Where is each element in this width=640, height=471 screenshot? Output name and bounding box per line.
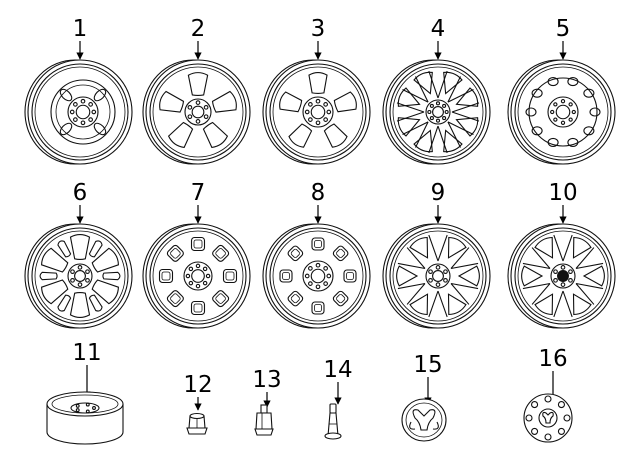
callout-number-1: 1 <box>73 16 88 42</box>
alloy-wheel-icon <box>142 223 251 329</box>
alloy-wheel-icon <box>24 223 133 329</box>
wheel-lock-icon <box>254 404 274 436</box>
valve-stem-icon <box>324 403 342 440</box>
steel-dually-wheel-icon <box>507 59 616 165</box>
alloy-wheel-icon <box>262 223 371 329</box>
alloy-wheel-icon <box>507 223 616 329</box>
steel-dually-wheel-icon <box>24 59 133 165</box>
callout-number-14: 14 <box>323 357 352 383</box>
callout-number-15: 15 <box>413 352 442 378</box>
callout-number-8: 8 <box>311 180 326 206</box>
callout-number-4: 4 <box>431 16 446 42</box>
spare-wheel-icon <box>46 391 124 445</box>
callout-number-3: 3 <box>311 16 326 42</box>
lug-nut-icon <box>186 412 208 435</box>
steel-wheel-icon <box>262 59 371 165</box>
callout-number-9: 9 <box>431 180 446 206</box>
steel-wheel-icon <box>142 59 251 165</box>
callout-number-11: 11 <box>72 340 101 366</box>
callout-number-7: 7 <box>191 180 206 206</box>
center-cap-icon <box>401 398 447 442</box>
center-cap-icon <box>523 393 573 443</box>
callout-number-12: 12 <box>183 372 212 398</box>
callout-number-13: 13 <box>252 367 281 393</box>
callout-number-5: 5 <box>556 16 571 42</box>
callout-number-16: 16 <box>538 346 567 372</box>
drawing-layer <box>24 59 616 445</box>
callout-number-10: 10 <box>548 180 577 206</box>
alloy-wheel-icon <box>382 223 491 329</box>
callout-number-6: 6 <box>73 180 88 206</box>
alloy-wheel-icon <box>382 59 491 165</box>
callout-number-2: 2 <box>191 16 206 42</box>
